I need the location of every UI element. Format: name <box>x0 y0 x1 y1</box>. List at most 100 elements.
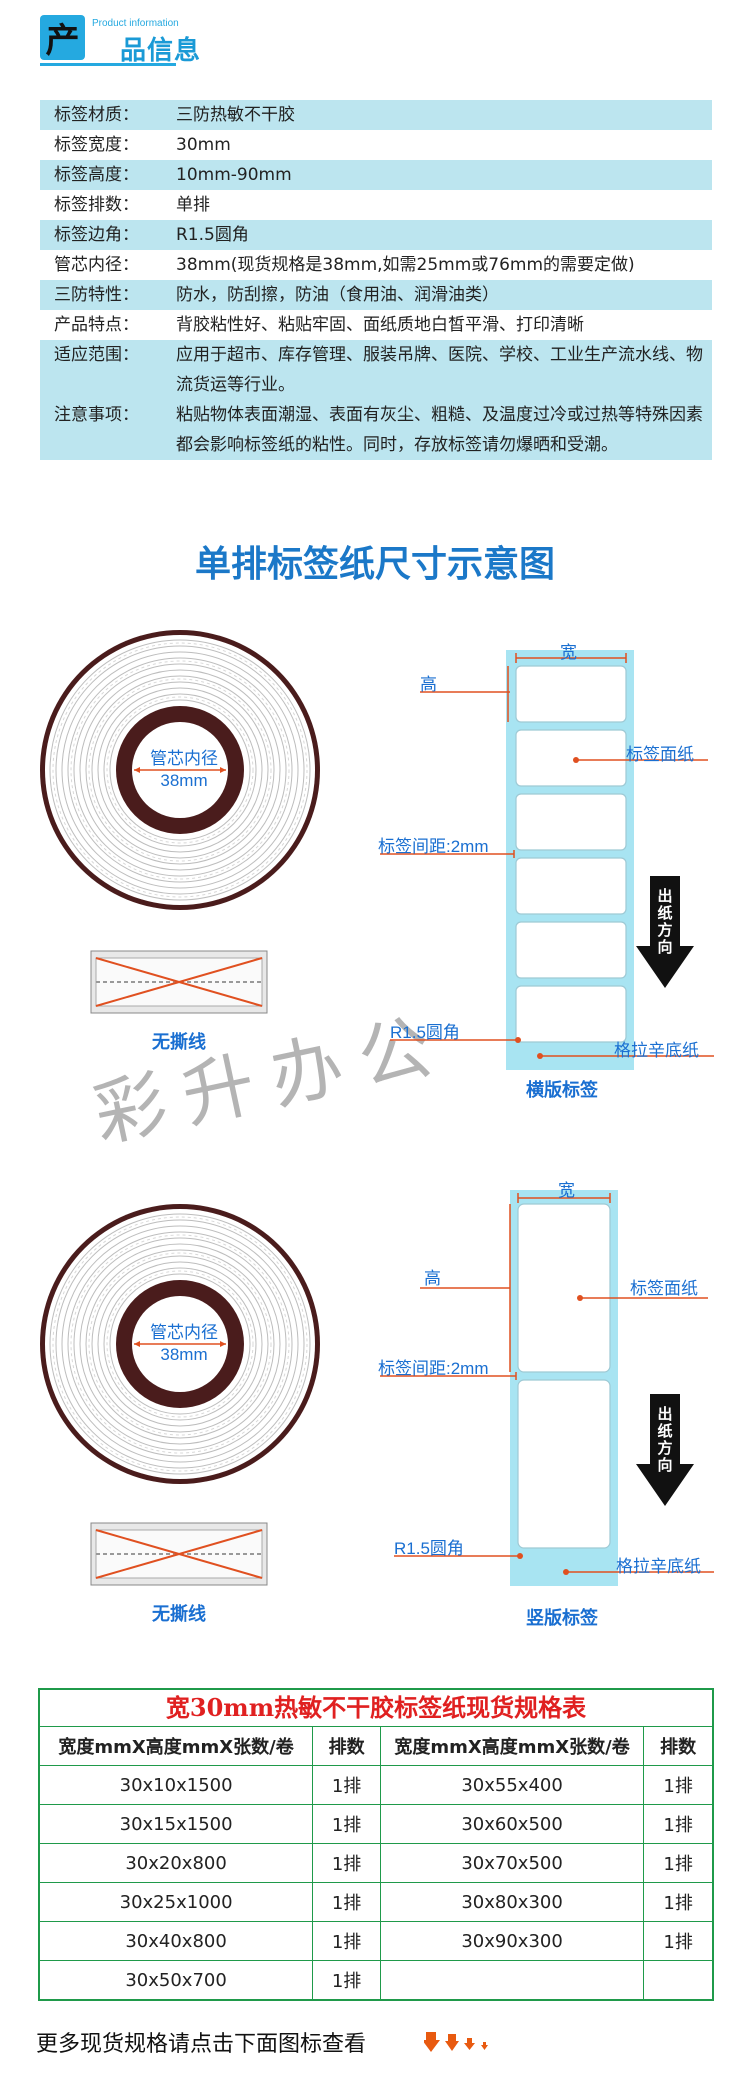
table-cell: 1排 <box>663 1854 693 1875</box>
no-tear-line-illustration <box>90 1522 268 1586</box>
header-cell: 宽度mmX高度mmX张数/卷 <box>381 1727 645 1765</box>
spec-label: 标签边角： <box>54 225 139 245</box>
height-label: 高 <box>420 675 437 694</box>
spec-row: 产品特点：背胶粘性好、粘贴牢固、面纸质地白皙平滑、打印清晰 <box>40 310 712 340</box>
face-paper-label: 标签面纸 <box>626 745 694 764</box>
width-label: 宽 <box>560 643 577 662</box>
diagram-title: 单排标签纸尺寸示意图 <box>194 543 555 585</box>
more-specs-link[interactable]: 更多现货规格请点击下面图标查看 <box>36 2031 367 2056</box>
spec-label: 标签宽度： <box>54 135 139 155</box>
table-cell: 30x25x1000 <box>40 1883 314 1921</box>
core-size: 38mm <box>160 1345 208 1364</box>
spec-label: 适应范围： <box>54 345 139 365</box>
table-cell: 30x55x400 <box>381 1766 645 1804</box>
spec-value: 防水，防刮擦，防油（食用油、润滑油类） <box>176 285 499 305</box>
spec-row: 管芯内径：38mm(现货规格是38mm,如需25mm或76mm的需要定做) <box>40 250 712 280</box>
gap-label: 标签间距:2mm <box>378 1359 489 1378</box>
liner-label: 格拉辛底纸 <box>614 1041 699 1060</box>
table-cell: 1排 <box>663 1815 693 1836</box>
spec-list: 标签材质： 三防热敏不干胶 标签宽度： 30mm 标签高度： 10mm-90mm 标签… <box>40 100 712 460</box>
spec-label: 标签材质： <box>54 105 139 125</box>
feed-direction-text: 出 纸 方 向 <box>652 888 678 956</box>
spec-row: 标签排数： 单排 <box>40 190 712 220</box>
feed-direction-arrow <box>636 876 694 988</box>
spec-value: 单排 <box>176 195 210 215</box>
spec-value: 三防热敏不干胶 <box>176 105 295 125</box>
spec-value: 30mm <box>176 135 231 155</box>
logo-mark: 产 <box>40 15 85 61</box>
no-tear-caption: 无撕线 <box>152 1032 206 1052</box>
spec-row: 标签边角： R1.5圆角 <box>40 220 712 250</box>
table-cell <box>381 1961 645 1999</box>
feed-direction-text: 出 纸 方 向 <box>652 1406 678 1474</box>
table-row: 30x40x800 1排 30x90x300 1排 <box>40 1922 712 1961</box>
table-cell: 30x20x800 <box>40 1844 314 1882</box>
table-row: 30x20x800 1排 30x70x500 1排 <box>40 1844 712 1883</box>
table-cell: 1排 <box>313 1805 381 1843</box>
spec-row: 适应范围：应用于超市、库存管理、服装吊牌、医院、学校、工业生产流水线、物流货运等… <box>40 340 712 400</box>
core-label: 管芯内径 <box>150 749 218 768</box>
feed-char: 向 <box>657 938 673 956</box>
corner-label: R1.5圆角 <box>390 1023 460 1042</box>
table-cell: 30x15x1500 <box>40 1805 314 1843</box>
table-cell: 1排 <box>313 1961 381 1999</box>
table-cell: 1排 <box>663 1893 693 1914</box>
spec-row: 标签高度： 10mm-90mm <box>40 160 712 190</box>
feed-char: 出 <box>657 1405 673 1423</box>
feed-char: 出 <box>657 887 673 905</box>
down-arrows-icon <box>424 2032 488 2052</box>
spec-label: 三防特性： <box>54 285 139 305</box>
vertical-label-strip <box>380 1190 714 1586</box>
spec-label: 管芯内径： <box>54 255 139 275</box>
spec-value: R1.5圆角 <box>176 225 249 245</box>
table-cell: 30x50x700 <box>40 1961 314 1999</box>
spec-label: 产品特点： <box>54 315 139 335</box>
table-header-row: 宽度mmX高度mmX张数/卷 排数 宽度mmX高度mmX张数/卷 排数 <box>40 1727 712 1766</box>
table-cell: 30x60x500 <box>381 1805 645 1843</box>
table-cell: 30x80x300 <box>381 1883 645 1921</box>
core-label: 管芯内径 <box>150 1323 218 1342</box>
table-row: 30x50x700 1排 <box>40 1961 712 1999</box>
table-cell: 30x10x1500 <box>40 1766 314 1804</box>
header-cell: 排数 <box>313 1727 381 1765</box>
gap-label: 标签间距:2mm <box>378 837 489 856</box>
horizontal-label-strip <box>380 650 714 1070</box>
table-cell: 1排 <box>663 1932 693 1953</box>
height-label: 高 <box>424 1269 441 1288</box>
spec-label: 标签排数： <box>54 195 139 215</box>
label-roll-illustration <box>40 630 320 910</box>
width-label: 宽 <box>558 1181 575 1200</box>
header-cell: 排数 <box>660 1737 697 1758</box>
spec-label: 标签高度： <box>54 165 139 185</box>
table-cell <box>644 1961 712 1999</box>
table-row: 30x25x1000 1排 30x80x300 1排 <box>40 1883 712 1922</box>
table-cell: 30x70x500 <box>381 1844 645 1882</box>
corner-label: R1.5圆角 <box>394 1539 464 1558</box>
spec-row: 三防特性： 防水，防刮擦，防油（食用油、润滑油类） <box>40 280 712 310</box>
feed-char: 纸 <box>657 1422 673 1440</box>
table-row: 30x10x1500 1排 30x55x400 1排 <box>40 1766 712 1805</box>
table-cell: 30x90x300 <box>381 1922 645 1960</box>
feed-char: 方 <box>657 1439 673 1457</box>
feed-char: 向 <box>657 1456 673 1474</box>
spec-value: 10mm-90mm <box>176 165 292 185</box>
table-cell: 1排 <box>313 1922 381 1960</box>
table-cell: 1排 <box>313 1766 381 1804</box>
heading-underline <box>40 63 176 66</box>
liner-label: 格拉辛底纸 <box>616 1557 701 1576</box>
spec-value: 粘贴物体表面潮湿、表面有灰尘、粗糙、及温度过冷或过热等特殊因素都会影响标签纸的粘… <box>176 405 703 455</box>
table-cell: 30x40x800 <box>40 1922 314 1960</box>
no-tear-line-illustration <box>90 950 268 1014</box>
header-cell: 宽度mmX高度mmX张数/卷 <box>40 1727 314 1765</box>
table-cell: 1排 <box>663 1776 693 1797</box>
face-paper-label: 标签面纸 <box>630 1279 698 1298</box>
spec-row: 标签材质： 三防热敏不干胶 <box>40 100 712 130</box>
spec-table: 宽30mm热敏不干胶标签纸现货规格表 宽度mmX高度mmX张数/卷 排数 宽度m… <box>38 1688 714 2001</box>
logo-subtitle: Product information <box>92 18 179 29</box>
no-tear-caption: 无撕线 <box>152 1604 206 1624</box>
spec-row: 注意事项：粘贴物体表面潮湿、表面有灰尘、粗糙、及温度过冷或过热等特殊因素都会影响… <box>40 400 712 460</box>
table-title: 宽30mm热敏不干胶标签纸现货规格表 <box>40 1690 712 1727</box>
vertical-caption: 竖版标签 <box>526 1608 598 1628</box>
feed-char: 纸 <box>657 904 673 922</box>
feed-char: 方 <box>657 921 673 939</box>
